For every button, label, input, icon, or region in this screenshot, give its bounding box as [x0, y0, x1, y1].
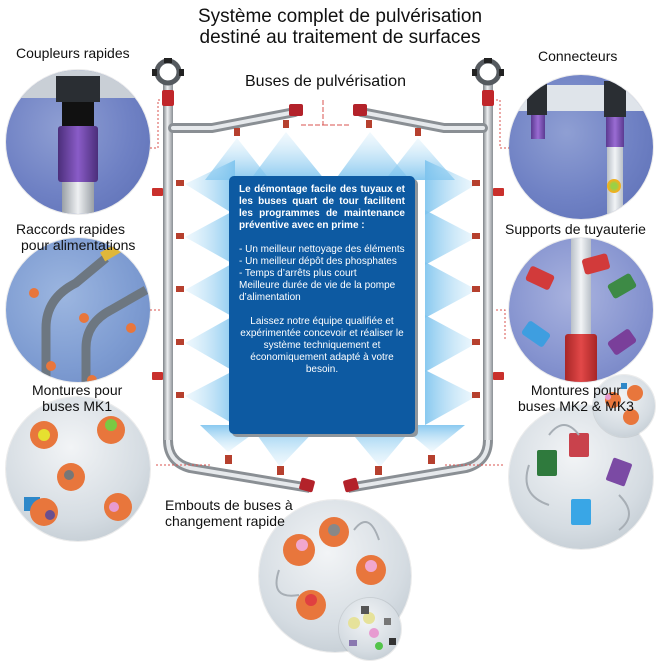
- side-supports: [152, 188, 504, 380]
- photo-embouts-de-buses-inset: [339, 598, 401, 660]
- nozzles: [176, 120, 480, 475]
- title-line-1: Système complet de pulvérisation: [197, 6, 483, 27]
- info-closing: Laissez notre équipe qualifiée et expéri…: [240, 316, 404, 375]
- end-cap-bottom-left: [299, 477, 315, 493]
- photo-montures-mk2-mk3-inset: [593, 375, 655, 437]
- pipe-clamp-left: [152, 58, 184, 86]
- label-connecteurs: Connecteurs: [538, 48, 618, 64]
- end-cap-bottom-right: [343, 477, 359, 493]
- photo-coupleurs-rapides: [6, 70, 150, 214]
- title-line-2: destiné au traitement de surfaces: [199, 27, 481, 48]
- spray-cones-top: [205, 132, 455, 180]
- pipe-right-vertical: [483, 80, 493, 440]
- label-coupleurs-rapides: Coupleurs rapides: [16, 45, 130, 61]
- spray-cones-left: [185, 160, 235, 425]
- label-supports-tuyauterie: Supports de tuyauterie: [505, 221, 646, 237]
- label-embouts-de-buses: Embouts de buses à changement rapide: [165, 497, 293, 529]
- spray-cones-right: [425, 160, 477, 425]
- end-cap-top-right: [353, 104, 367, 116]
- photo-connecteurs: [509, 75, 653, 219]
- end-cap-top-left: [289, 104, 303, 116]
- photo-montures-mk1: [6, 397, 150, 541]
- label-raccords-rapides: Raccords rapides pour alimentations: [16, 221, 136, 253]
- info-box: Le démontage facile des tuyaux et les bu…: [229, 176, 415, 434]
- pipe-clamp-right: [472, 58, 504, 86]
- coupler-right-top: [482, 90, 494, 106]
- photo-supports-tuyauterie: [509, 238, 653, 382]
- label-buses-de-pulverisation: Buses de pulvérisation: [245, 73, 406, 90]
- info-bullets: - Un meilleur nettoyage des éléments - U…: [239, 244, 405, 304]
- coupler-left-top: [162, 90, 174, 106]
- label-montures-mk1: Montures pour buses MK1: [32, 382, 123, 414]
- pipe-left-vertical: [163, 80, 173, 440]
- info-bullet: - Un meilleur dépôt des phosphates: [239, 256, 397, 267]
- info-bullet: - Temps d’arrêts plus court: [239, 268, 357, 279]
- label-montures-mk2-mk3: Montures pour buses MK2 & MK3: [518, 382, 634, 414]
- info-intro: Le démontage facile des tuyaux et les bu…: [239, 184, 405, 231]
- photo-raccords-rapides: [6, 238, 150, 382]
- info-bullet: - Un meilleur nettoyage des éléments: [239, 244, 405, 255]
- info-bullet: Meilleure durée de vie de la pompe d’ali…: [239, 280, 396, 303]
- page-title: Système complet de pulvérisation destiné…: [150, 6, 530, 48]
